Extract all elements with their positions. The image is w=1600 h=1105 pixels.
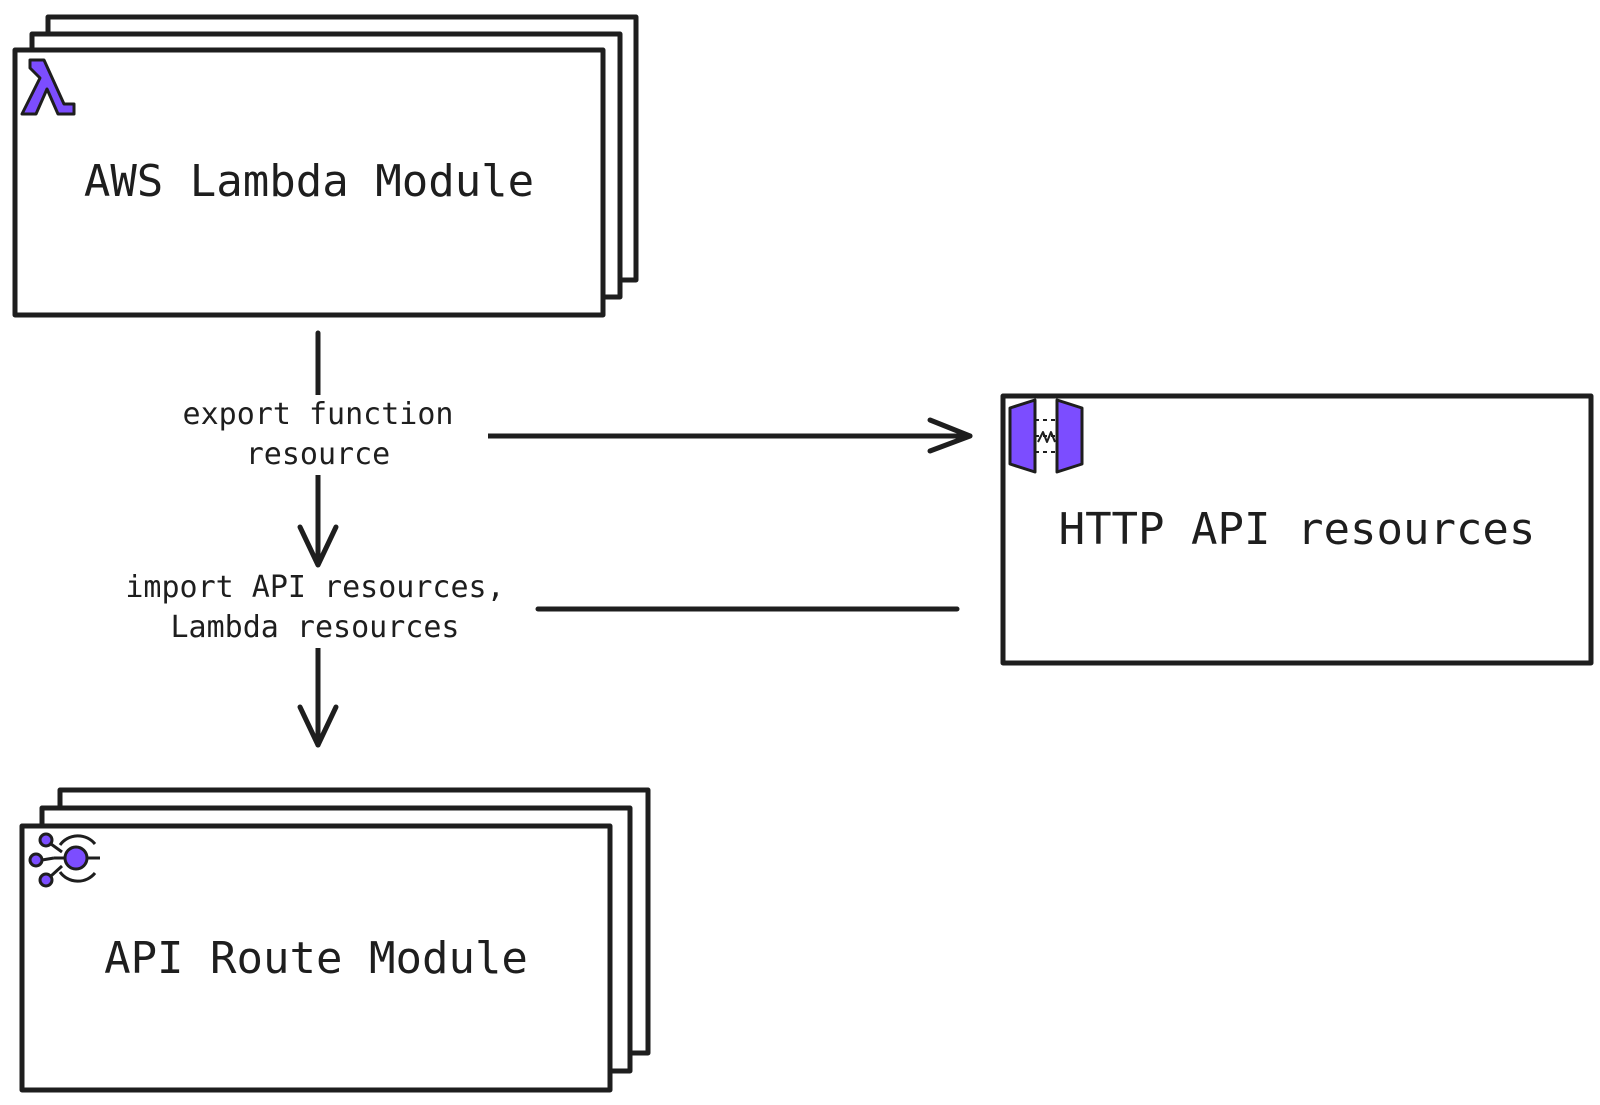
api-route-stack-front: [19, 823, 613, 1093]
api-route-module-title: API Route Module: [104, 933, 528, 984]
export-arrowhead-down: [297, 524, 339, 568]
import-edge-label-line2: Lambda resources: [170, 610, 460, 645]
export-arrowhead-right: [927, 417, 973, 454]
export-edge-label: export function resource: [148, 395, 488, 475]
export-edge-label-line1: export function: [182, 397, 454, 432]
export-edge-label-line2: resource: [245, 437, 391, 472]
import-arrowhead-down: [297, 704, 339, 748]
api-route-module-box[interactable]: [19, 787, 651, 1093]
http-api-resources-title: HTTP API resources: [1058, 504, 1536, 555]
import-edge-label-line1: import API resources,: [125, 570, 505, 605]
aws-lambda-icon: [20, 58, 76, 116]
http-api-resources-box[interactable]: [1000, 393, 1594, 666]
import-edge-label: import API resources, Lambda resources: [95, 568, 535, 648]
lambda-module-box[interactable]: [12, 14, 639, 318]
api-gateway-icon: [1008, 398, 1084, 474]
lambda-module-stack-front: [12, 47, 606, 318]
lambda-module-title: AWS Lambda Module: [83, 156, 535, 207]
api-route-network-icon: [28, 832, 100, 888]
